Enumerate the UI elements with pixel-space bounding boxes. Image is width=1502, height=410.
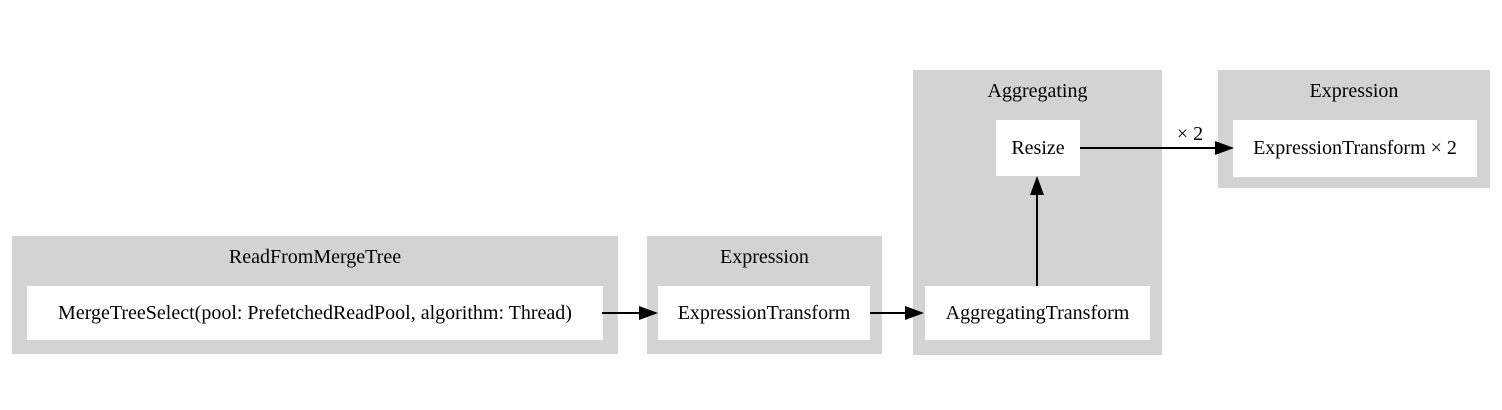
cluster-title: Aggregating	[987, 80, 1088, 102]
node-aggregating-transform: AggregatingTransform	[925, 286, 1150, 340]
cluster-title: Expression	[1309, 80, 1399, 102]
edge-line-aggregating-to-resize	[1036, 194, 1038, 286]
cluster-title: ReadFromMergeTree	[228, 246, 402, 268]
edge-label-x2: × 2	[1176, 123, 1204, 145]
node-merge-tree-select: MergeTreeSelect(pool: PrefetchedReadPool…	[27, 286, 603, 340]
node-expression-transform: ExpressionTransform	[658, 286, 870, 340]
cluster-expression-1: Expression ExpressionTransform	[647, 236, 882, 354]
node-expression-transform-x2: ExpressionTransform × 2	[1233, 120, 1477, 177]
node-resize: Resize	[996, 120, 1080, 176]
arrowhead-right-icon	[639, 306, 658, 320]
arrowhead-right-icon	[1215, 141, 1234, 155]
edge-line-read-to-expression	[602, 312, 640, 314]
arrowhead-right-icon	[905, 306, 924, 320]
edge-line-resize-to-expression	[1080, 147, 1216, 149]
cluster-aggregating: Aggregating Resize AggregatingTransform	[913, 70, 1162, 355]
edge-line-expression-to-aggregating	[870, 312, 906, 314]
cluster-read-from-merge-tree: ReadFromMergeTree MergeTreeSelect(pool: …	[12, 236, 618, 354]
cluster-expression-2: Expression ExpressionTransform × 2	[1218, 70, 1490, 188]
arrowhead-up-icon	[1030, 176, 1044, 195]
cluster-title: Expression	[720, 246, 809, 268]
